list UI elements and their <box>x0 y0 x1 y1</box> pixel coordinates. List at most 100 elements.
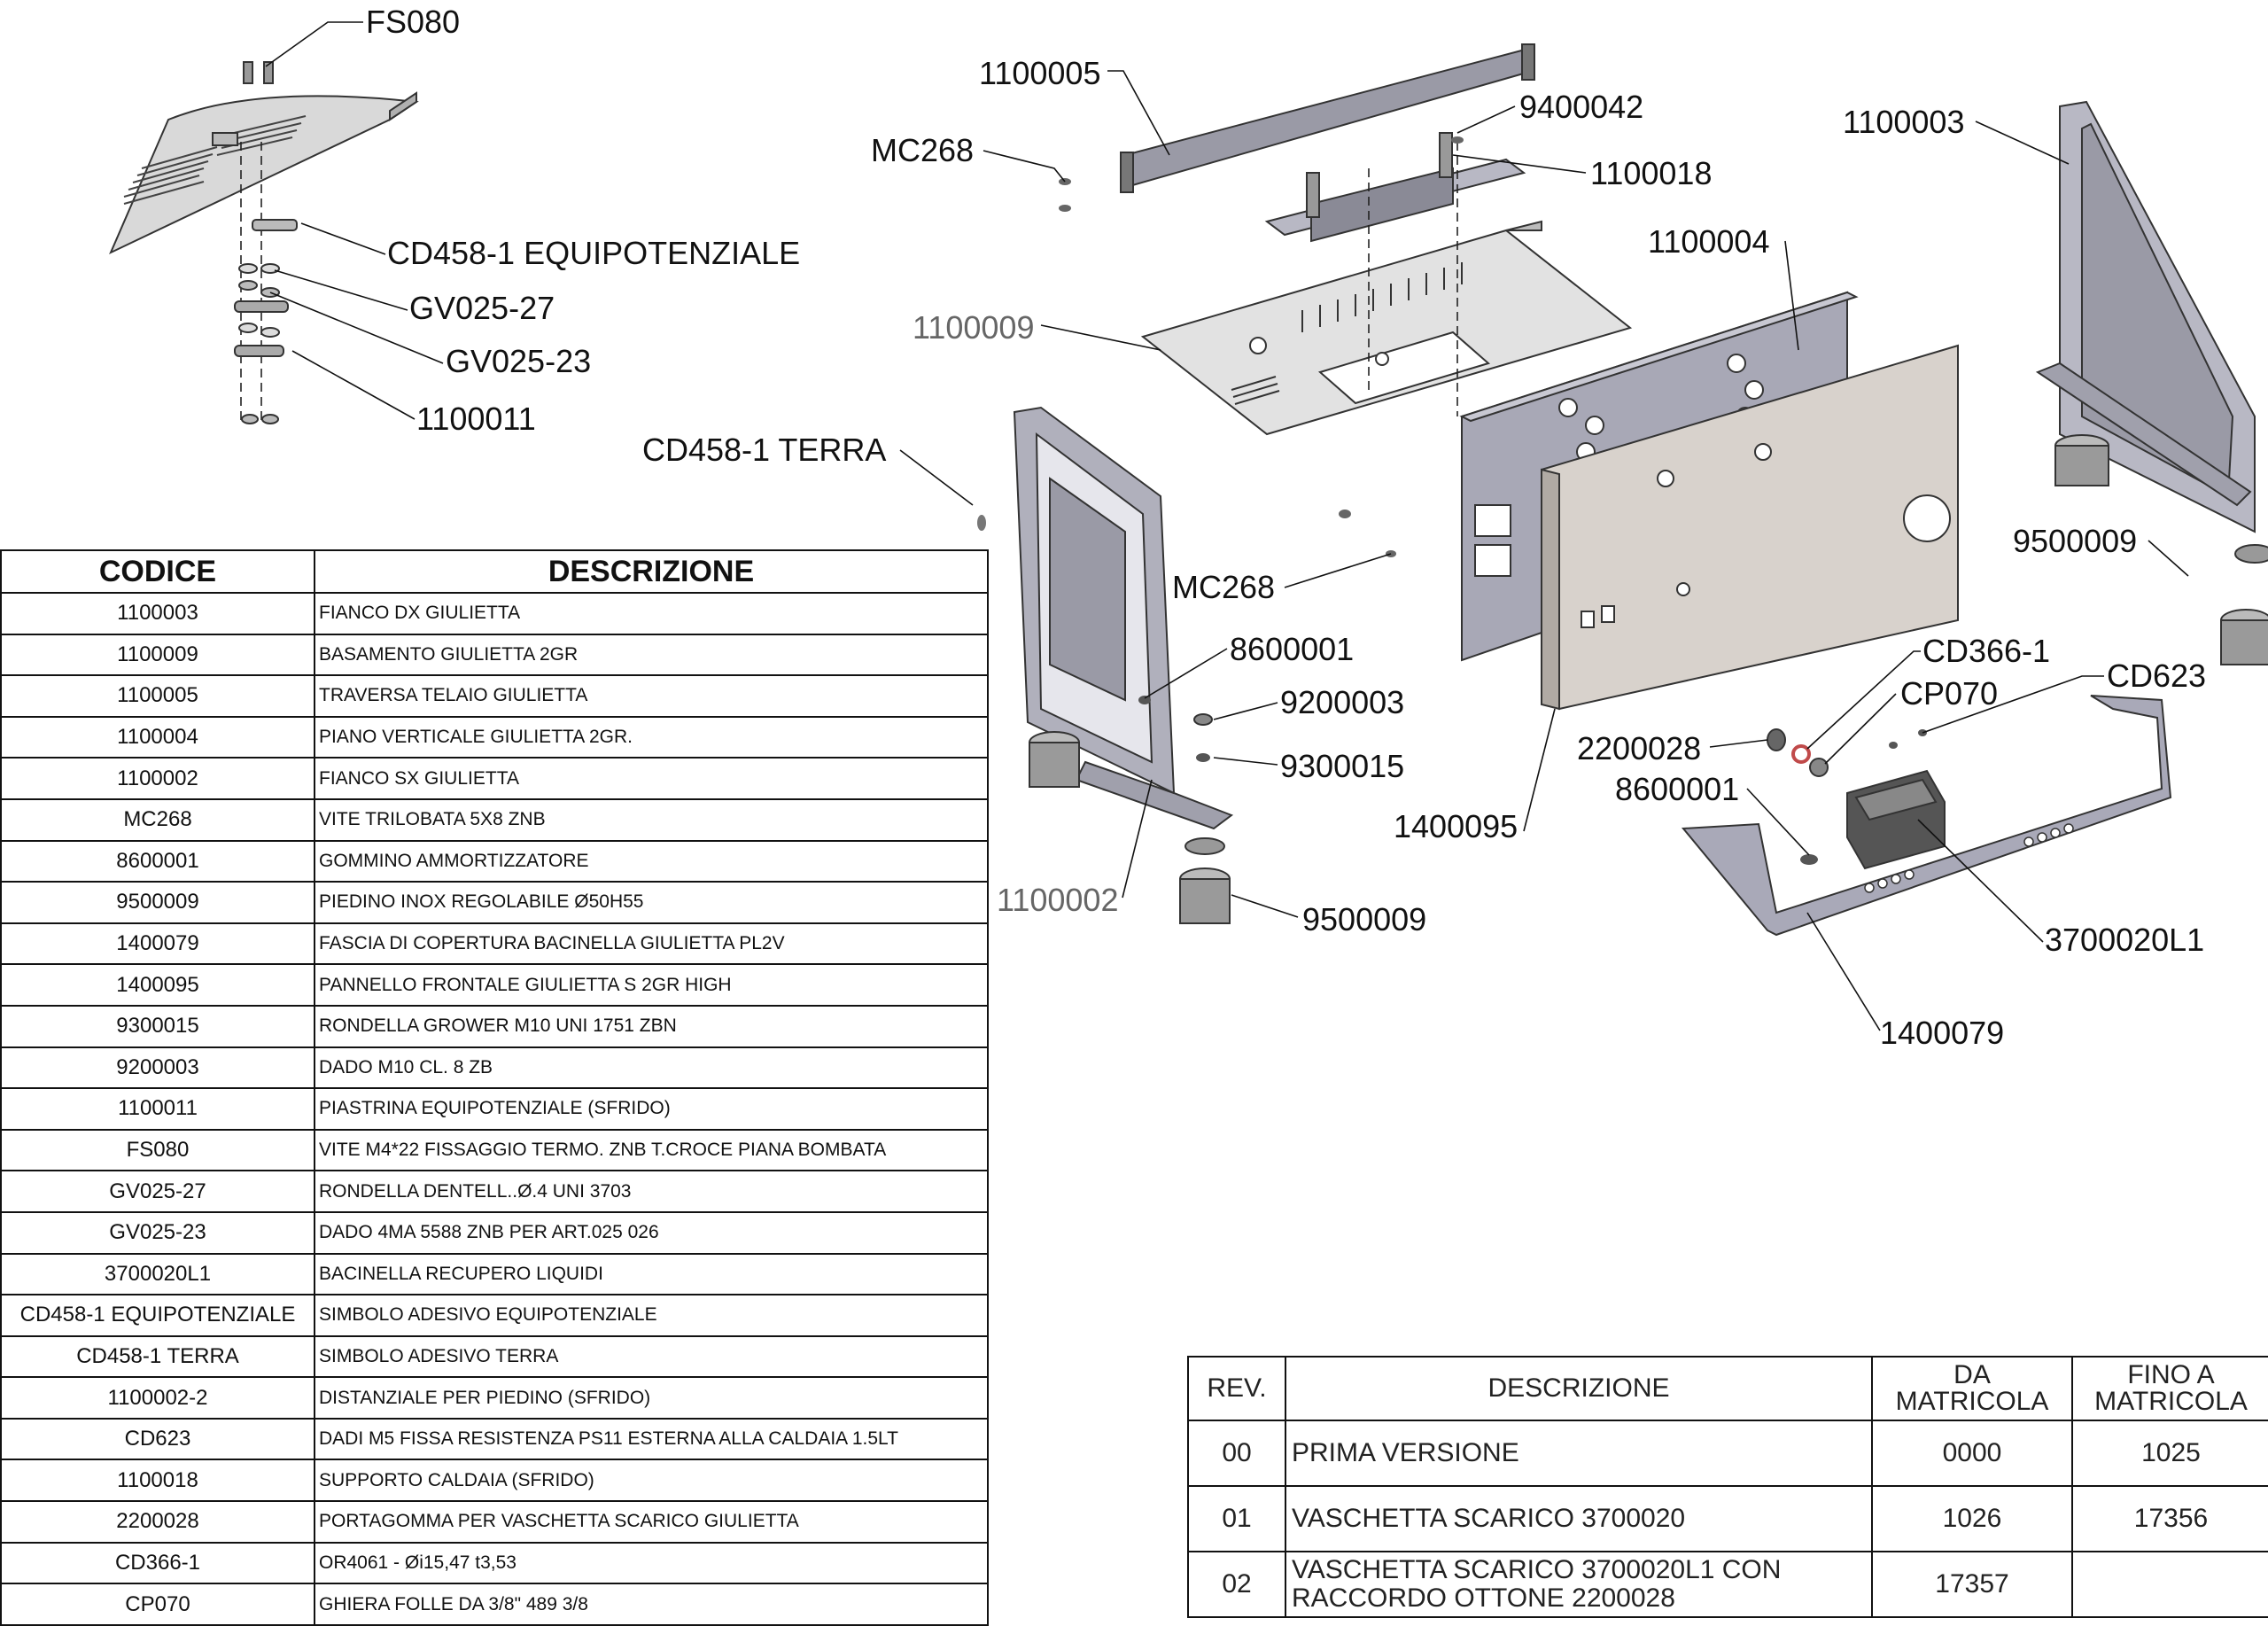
small-hardware <box>977 136 1927 865</box>
part-description-cell: OR4061 - Øi15,47 t3,53 <box>314 1541 989 1585</box>
part-description-cell: BASAMENTO GIULIETTA 2GR <box>314 633 989 677</box>
callout-1100002: 1100002 <box>997 882 1118 918</box>
callout-mc268-mid: MC268 <box>1172 569 1275 605</box>
part-description-cell: GOMMINO AMMORTIZZATORE <box>314 839 989 883</box>
part-description-cell: SIMBOLO ADESIVO EQUIPOTENZIALE <box>314 1294 989 1337</box>
part-code-cell: 1400095 <box>0 963 315 1007</box>
revision-number-cell: 01 <box>1187 1485 1286 1552</box>
revision-description-line1: VASCHETTA SCARICO 3700020L1 CON <box>1292 1555 1782 1584</box>
callout-8600001-left: 8600001 <box>1230 631 1354 667</box>
equipotential-plate-assembly <box>109 61 419 424</box>
to-serial-cell <box>2071 1551 2268 1618</box>
part-description-cell: DADI M5 FISSA RESISTENZA PS11 ESTERNA AL… <box>314 1417 989 1461</box>
callout-cd366-1: CD366-1 <box>1922 633 2050 669</box>
header-rev-descrizione: DESCRIZIONE <box>1285 1356 1873 1421</box>
callout-9300015: 9300015 <box>1280 748 1404 784</box>
to-serial-cell: 17356 <box>2071 1485 2268 1552</box>
callout-gv025-23: GV025-23 <box>446 343 591 379</box>
part-code-cell: 1100011 <box>0 1087 315 1131</box>
part-description-cell: PANNELLO FRONTALE GIULIETTA S 2GR HIGH <box>314 963 989 1007</box>
part-code-cell: 1100002 <box>0 757 315 800</box>
part-code-cell: 1400079 <box>0 922 315 966</box>
part-description-cell: GHIERA FOLLE DA 3/8" 489 3/8 <box>314 1583 989 1626</box>
revision-description-cell: VASCHETTA SCARICO 3700020 <box>1285 1485 1873 1552</box>
header-fino-line1: FINO A <box>2127 1360 2215 1389</box>
callout-cp070: CP070 <box>1900 675 1998 712</box>
front-panel-part <box>1540 344 1959 711</box>
part-code-cell: GV025-27 <box>0 1170 315 1213</box>
part-code-cell: CD458-1 EQUIPOTENZIALE <box>0 1294 315 1337</box>
part-code-cell: 3700020L1 <box>0 1252 315 1296</box>
header-da-line2: MATRICOLA <box>1895 1387 2049 1416</box>
part-code-cell: FS080 <box>0 1128 315 1172</box>
right-side-part <box>2035 100 2268 665</box>
callout-8600001-right: 8600001 <box>1615 771 1739 807</box>
part-description-cell: DADO M10 CL. 8 ZB <box>314 1046 989 1090</box>
from-serial-cell: 0000 <box>1871 1420 2073 1487</box>
callout-1100009: 1100009 <box>913 309 1034 346</box>
callout-1400079: 1400079 <box>1880 1015 2004 1051</box>
part-description-cell: FIANCO SX GIULIETTA <box>314 757 989 800</box>
callout-1400095: 1400095 <box>1394 808 1518 844</box>
to-serial-cell: 1025 <box>2071 1420 2268 1487</box>
callout-cd623: CD623 <box>2107 657 2206 694</box>
crossbar-part <box>1123 47 1534 188</box>
callout-mc268-top: MC268 <box>871 132 974 168</box>
revision-description-line1: PRIMA VERSIONE <box>1292 1438 1519 1467</box>
callout-1100005: 1100005 <box>979 55 1100 91</box>
part-code-cell: 9300015 <box>0 1004 315 1048</box>
part-description-cell: SUPPORTO CALDAIA (SFRIDO) <box>314 1459 989 1503</box>
callout-1100004: 1100004 <box>1648 223 1769 260</box>
header-descrizione: DESCRIZIONE <box>314 549 989 594</box>
revision-description-cell: PRIMA VERSIONE <box>1285 1420 1873 1487</box>
part-code-cell: CD458-1 TERRA <box>0 1334 315 1379</box>
part-description-cell: DISTANZIALE PER PIEDINO (SFRIDO) <box>314 1376 989 1420</box>
part-code-cell: 9200003 <box>0 1046 315 1090</box>
base-plate-part <box>1140 220 1633 436</box>
callout-cd458-terra: CD458-1 TERRA <box>642 432 886 468</box>
part-code-cell: 1100003 <box>0 592 315 635</box>
part-description-cell: PIASTRINA EQUIPOTENZIALE (SFRIDO) <box>314 1087 989 1131</box>
callout-9200003: 9200003 <box>1280 684 1404 720</box>
part-code-cell: 9500009 <box>0 881 315 924</box>
part-description-cell: PORTAGOMMA PER VASCHETTA SCARICO GIULIET… <box>314 1500 989 1544</box>
part-description-cell: FIANCO DX GIULIETTA <box>314 592 989 635</box>
revision-description-line2: RACCORDO OTTONE 2200028 <box>1292 1583 1675 1613</box>
part-description-cell: RONDELLA DENTELL..Ø.4 UNI 3703 <box>314 1170 989 1213</box>
callout-9400042: 9400042 <box>1519 89 1643 125</box>
part-description-cell: BACINELLA RECUPERO LIQUIDI <box>314 1252 989 1296</box>
part-code-cell: CP070 <box>0 1583 315 1626</box>
part-code-cell: CD366-1 <box>0 1541 315 1585</box>
header-codice: CODICE <box>0 549 315 594</box>
callout-fs080: FS080 <box>366 4 460 40</box>
from-serial-cell: 1026 <box>1871 1485 2073 1552</box>
part-code-cell: 1100005 <box>0 674 315 718</box>
callout-1100018: 1100018 <box>1590 155 1712 191</box>
